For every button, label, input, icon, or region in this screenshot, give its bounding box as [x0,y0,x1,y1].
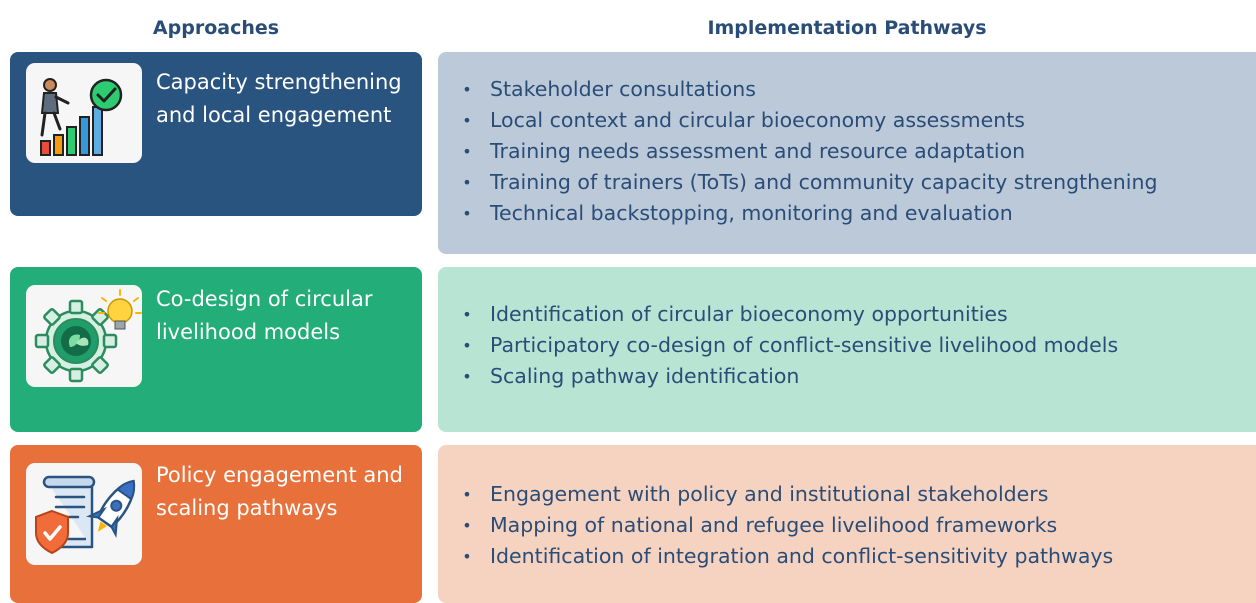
person-climbing-growth-chart-with-checkmark-icon [26,63,142,163]
pathway-text: Training of trainers (ToTs) and communit… [490,170,1158,194]
pathway-text: Participatory co-design of conflict-sens… [490,333,1119,357]
bullet-icon: • [462,547,472,566]
pathway-panel-capacity: • Stakeholder consultations • Local contex… [438,52,1256,254]
list-item: • Training needs assessment and resource … [460,136,1256,167]
list-item: • Technical backstopping, monitoring and … [460,198,1256,229]
list-item: • Participatory co-design of conflict-sen… [460,330,1256,361]
approach-title: Capacity strengthening and local engagem… [156,70,402,127]
pathway-text: Engagement with policy and institutional… [490,482,1049,506]
list-item: • Stakeholder consultations [460,74,1256,105]
pathway-text: Training needs assessment and resource a… [490,139,1026,163]
pathway-text: Local context and circular bioeconomy as… [490,108,1025,132]
pathway-list: • Engagement with policy and institutiona… [460,479,1256,572]
pathway-panel-codesign: • Identification of circular bioeconomy o… [438,267,1256,432]
list-item: • Training of trainers (ToTs) and communi… [460,167,1256,198]
bullet-icon: • [462,305,472,324]
pathway-panel-policy: • Engagement with policy and institutiona… [438,445,1256,603]
list-item: • Identification of integration and confl… [460,541,1256,572]
bullet-icon: • [462,142,472,161]
pathway-text: Mapping of national and refugee liveliho… [490,513,1058,537]
approach-card-policy: Policy engagement and scaling pathways [10,445,422,603]
bullet-icon: • [462,80,472,99]
pathway-text: Identification of integration and confli… [490,544,1114,568]
approach-card-capacity: Capacity strengthening and local engagem… [10,52,422,216]
document-shield-rocket-icon [26,463,142,565]
list-item: • Scaling pathway identification [460,361,1256,392]
approach-title: Policy engagement and scaling pathways [156,463,403,520]
pathway-list: • Identification of circular bioeconomy o… [460,299,1256,392]
pathway-text: Stakeholder consultations [490,77,756,101]
bullet-icon: • [462,485,472,504]
list-item: • Identification of circular bioeconomy o… [460,299,1256,330]
bullet-icon: • [462,204,472,223]
bullet-icon: • [462,336,472,355]
bullet-icon: • [462,173,472,192]
approaches-header: Approaches [152,17,280,39]
implementation-pathways-header: Implementation Pathways [707,17,987,39]
list-item: • Local context and circular bioeconomy a… [460,105,1256,136]
list-item: • Mapping of national and refugee livelih… [460,510,1256,541]
approach-title: Co-design of circular livelihood models [156,287,373,344]
pathway-text: Identification of circular bioeconomy op… [490,302,1008,326]
gear-with-sprout-and-lightbulb-icon [26,285,142,387]
pathway-text: Scaling pathway identification [490,364,800,388]
pathway-text: Technical backstopping, monitoring and e… [490,201,1013,225]
bullet-icon: • [462,367,472,386]
pathway-list: • Stakeholder consultations • Local contex… [460,74,1256,229]
bullet-icon: • [462,111,472,130]
bullet-icon: • [462,516,472,535]
list-item: • Engagement with policy and institutiona… [460,479,1256,510]
approach-card-codesign: Co-design of circular livelihood models [10,267,422,432]
